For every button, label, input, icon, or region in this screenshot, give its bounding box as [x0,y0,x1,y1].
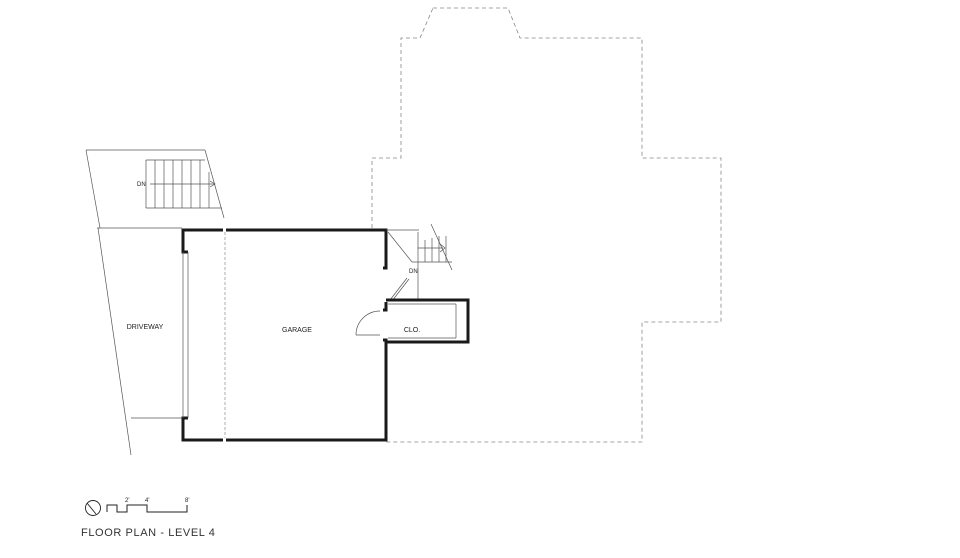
drawing-title: FLOOR PLAN - LEVEL 4 [81,527,216,539]
garage-label: GARAGE [282,327,312,334]
north-arrow-icon [85,500,101,516]
driveway-label: DRIVEWAY [127,324,164,331]
closet-label: CLO. [404,327,420,334]
interior-stair: DN [386,223,453,302]
driveway: DRIVEWAY [97,227,182,456]
scale-bar: 2' 4' 8' [106,498,189,513]
upper-level-outline [371,7,722,443]
exterior-stair: DN [85,149,225,229]
scale-tick-4ft: 4' [145,498,149,504]
scale-tick-8ft: 8' [185,498,189,504]
closet: CLO. [386,298,470,344]
upper-stair-dn-label: DN [137,182,146,188]
garage-door-swing [355,310,381,336]
scale-tick-2ft: 2' [125,498,129,504]
garage-walls [181,228,388,442]
lower-stair-dn-label: DN [409,269,418,275]
